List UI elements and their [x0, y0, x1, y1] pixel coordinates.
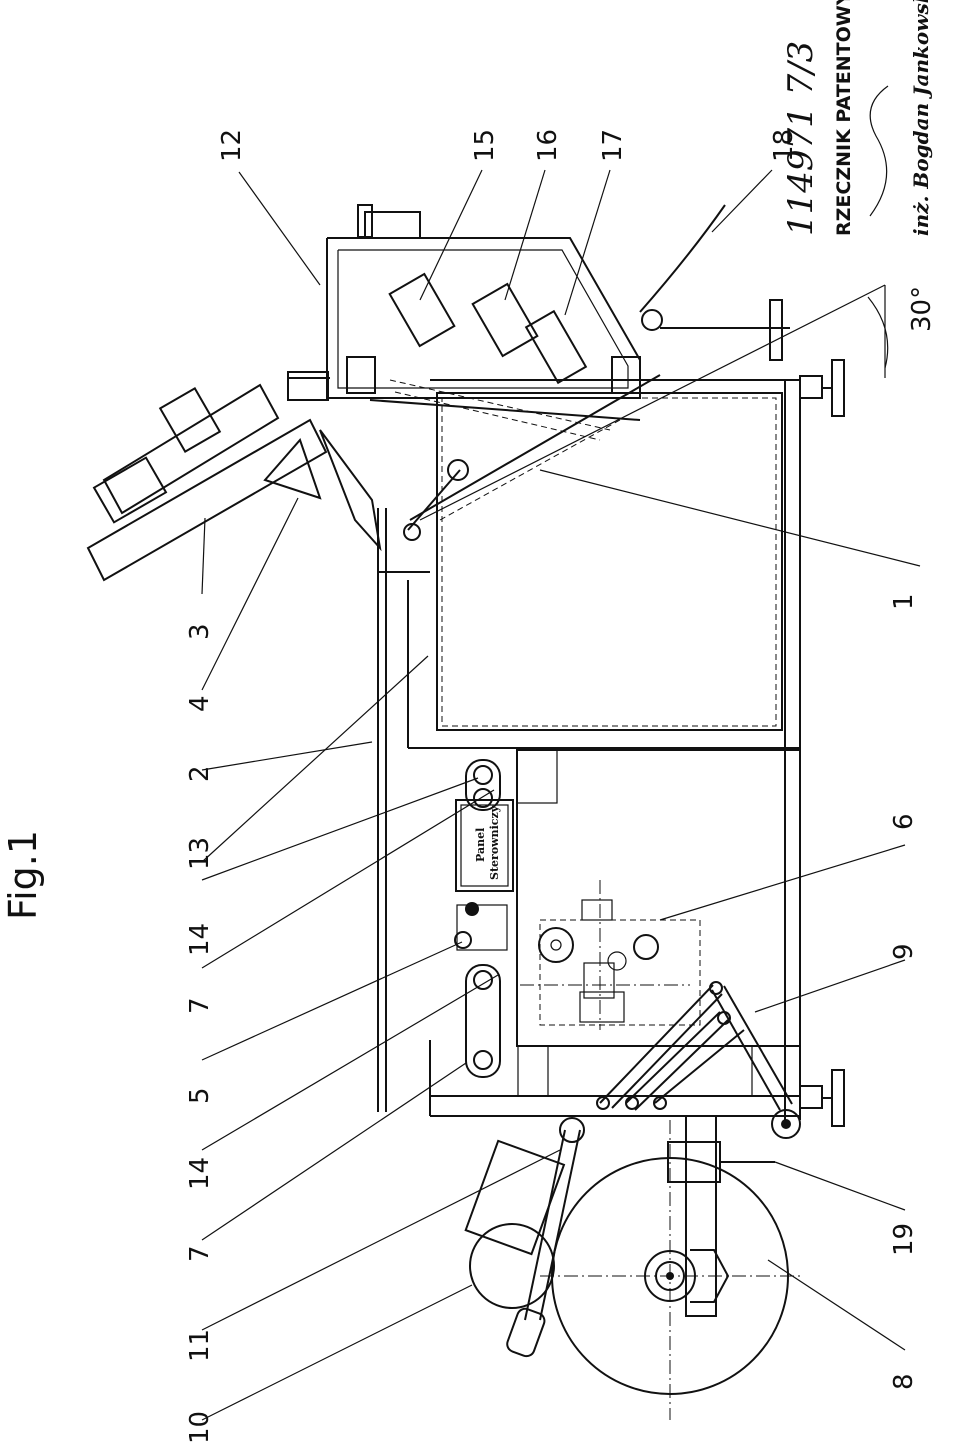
- control-panel-line-1: Panel: [474, 828, 487, 862]
- label-13: 13: [185, 837, 215, 870]
- stamp-line-1: RZECZNIK PATENTOWY: [833, 0, 855, 236]
- leader-lines: [201, 169, 921, 1421]
- control-panel-line-2: Sterowniczy: [488, 805, 501, 880]
- film-reel: [540, 1120, 800, 1420]
- label-5: 5: [185, 1087, 215, 1104]
- label-11: 11: [185, 1329, 215, 1362]
- label-4: 4: [185, 695, 215, 712]
- feet: [799, 359, 845, 1127]
- angle-label: 30°: [907, 286, 937, 332]
- label-14b: 14: [185, 1157, 215, 1190]
- drive-motor: [464, 1117, 585, 1358]
- label-18: 18: [769, 129, 799, 162]
- inclined-conveyor: [369, 374, 661, 541]
- label-15: 15: [470, 129, 500, 162]
- signature-mark: [869, 85, 889, 217]
- label-2: 2: [185, 765, 215, 782]
- label-3: 3: [185, 623, 215, 640]
- label-19: 19: [889, 1223, 919, 1256]
- label-6: 6: [889, 813, 919, 830]
- label-7b: 7: [185, 1245, 215, 1262]
- control-panel: Panel Sterowniczy: [455, 799, 514, 892]
- reel-support: [667, 1115, 775, 1317]
- left-post: [429, 1040, 801, 1116]
- label-14a: 14: [185, 923, 215, 956]
- reference-labels: 12 15 16 17 18 30° 1 6 9 19 8 3 4 2 13 1…: [185, 129, 937, 1444]
- label-8: 8: [889, 1373, 919, 1390]
- label-12: 12: [217, 129, 247, 162]
- figure-caption: Fig.1: [1, 830, 45, 920]
- stamp-handwritten-number: 114971 7/3: [781, 41, 821, 236]
- label-1: 1: [889, 593, 919, 610]
- label-17: 17: [598, 129, 628, 162]
- drive-compartment: [516, 749, 801, 1047]
- label-16: 16: [533, 129, 563, 162]
- stamp-line-2: inż. Bogdan Jankowski: [909, 0, 933, 236]
- linkage-arms: [596, 981, 801, 1139]
- label-10: 10: [185, 1411, 215, 1444]
- housing-box: [407, 379, 800, 749]
- belt-conveyors: [454, 759, 508, 1078]
- top-cutting-unit: [326, 204, 889, 521]
- feeder-unit: [86, 371, 382, 582]
- patent-attorney-stamp: 114971 7/3 RZECZNIK PATENTOWY inż. Bogda…: [781, 0, 933, 236]
- label-9: 9: [889, 943, 919, 960]
- label-7a: 7: [185, 997, 215, 1014]
